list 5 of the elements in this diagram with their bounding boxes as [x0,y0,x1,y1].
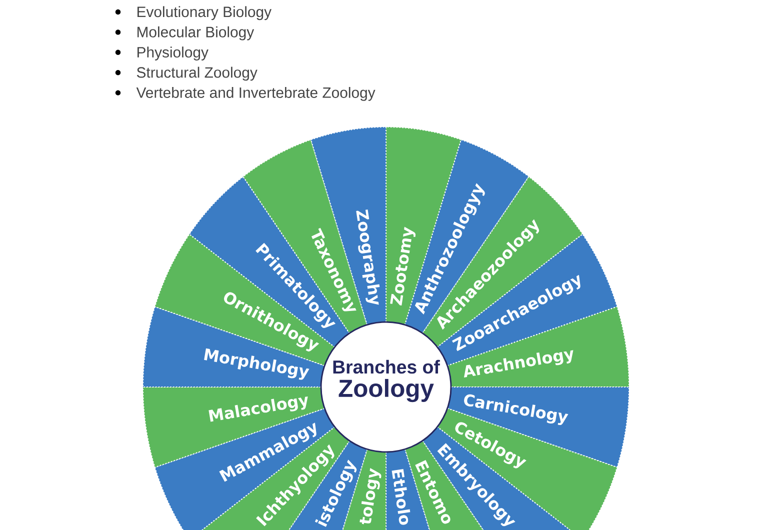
list-item: Physiology [138,46,208,60]
list-item: Molecular Biology [138,26,254,40]
list-item: Structural Zoology [136,66,258,81]
list-item: Evolutionary Biology [138,6,272,20]
list-item: Vertebrate and Invertebrate Zoology [136,86,376,101]
